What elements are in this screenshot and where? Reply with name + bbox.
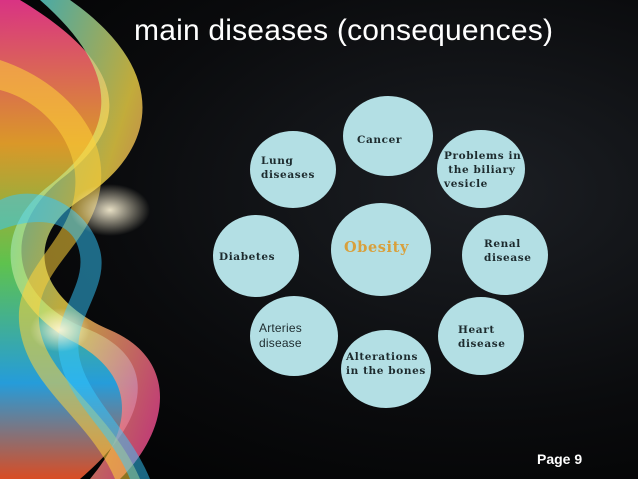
page-number: Page 9 [537, 451, 583, 467]
node-label-arteries-disease: Arteries disease [259, 321, 302, 350]
node-label-biliary-problems: Problems in the biliary vesicle [444, 150, 522, 190]
node-heart-disease [438, 297, 524, 375]
node-bone-alterations [341, 330, 431, 408]
node-label-cancer: Cancer [357, 134, 403, 146]
node-lung-diseases [250, 131, 336, 208]
node-label-heart-disease: Heart disease [458, 324, 506, 350]
node-obesity-center [331, 203, 431, 296]
node-cancer [343, 96, 433, 176]
node-label-lung-diseases: Lung diseases [261, 155, 316, 181]
node-label-obesity-center: Obesity [344, 239, 409, 256]
node-label-bone-alterations: Alterations in the bones [346, 351, 426, 377]
node-label-renal-disease: Renal disease [484, 238, 532, 264]
node-biliary-problems [437, 130, 525, 208]
node-arteries-disease [250, 296, 338, 376]
node-renal-disease [462, 215, 548, 295]
node-diabetes [213, 215, 299, 297]
slide-title: main diseases (consequences) [134, 14, 554, 47]
node-label-diabetes: Diabetes [219, 251, 276, 263]
